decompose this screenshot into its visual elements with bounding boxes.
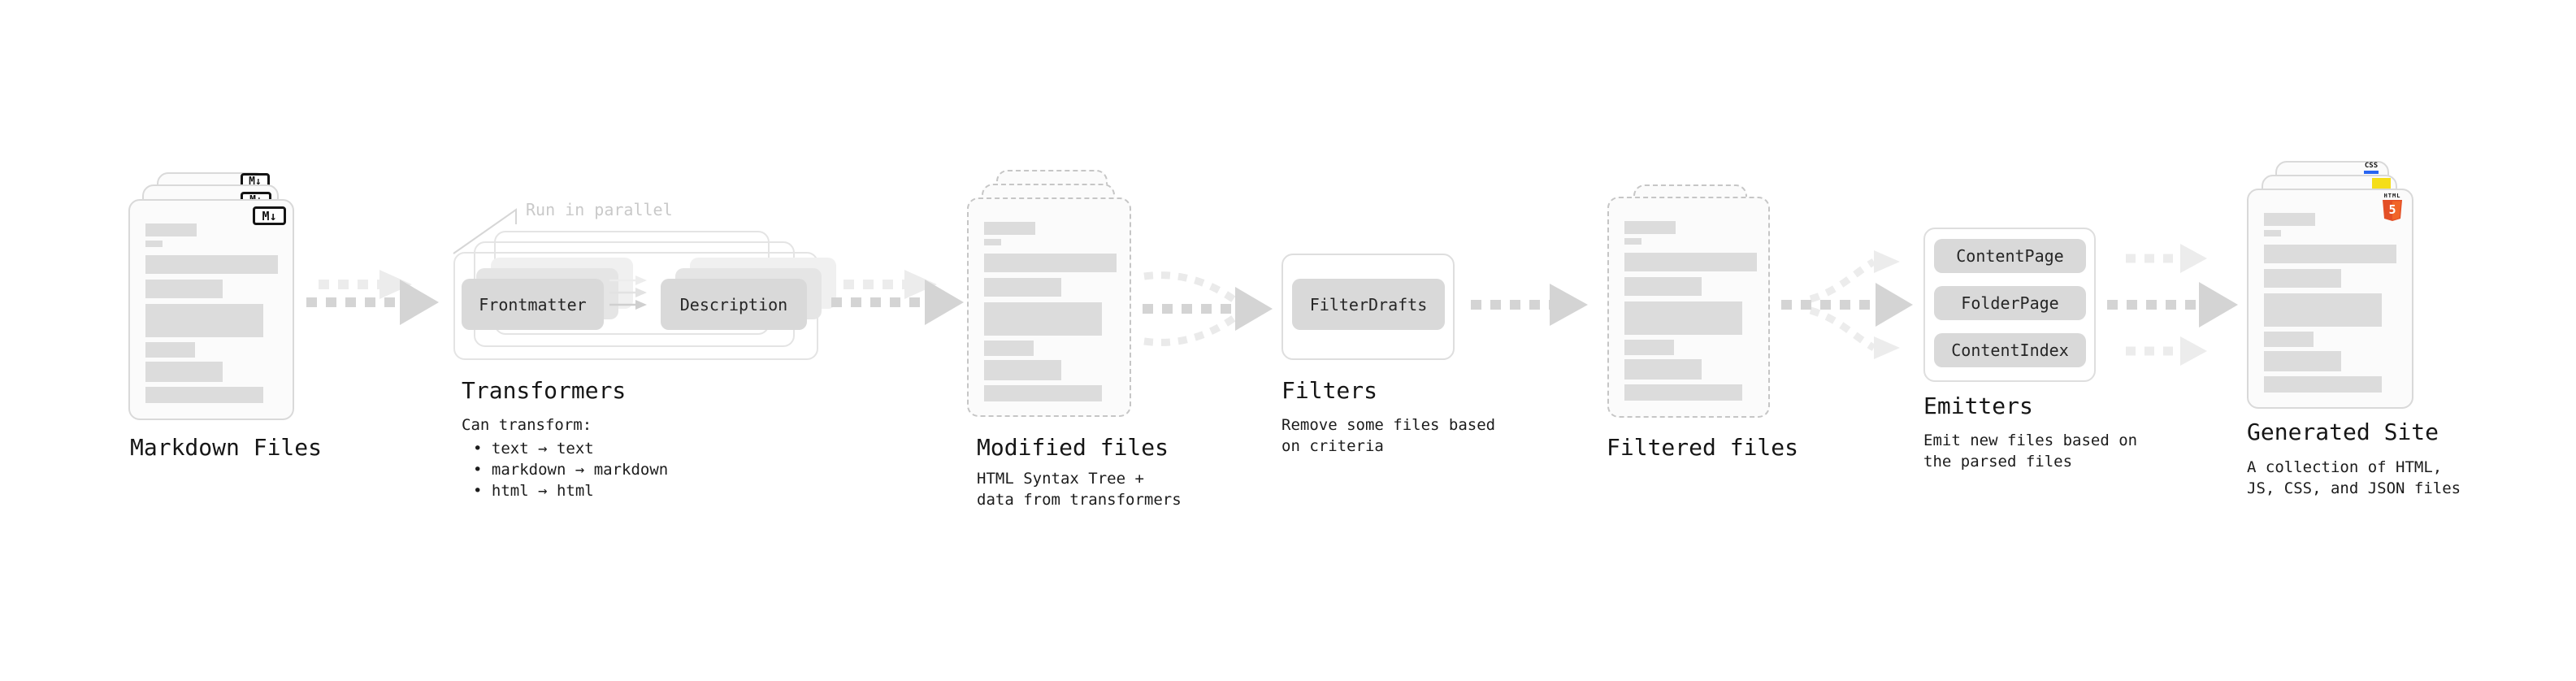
text-line-placeholder	[1624, 384, 1742, 401]
text-line-placeholder	[984, 278, 1061, 297]
emitters-title: Emitters	[1923, 393, 2033, 419]
text-line-placeholder	[984, 254, 1117, 272]
text-line-placeholder	[145, 255, 278, 274]
css-icon-bar	[2364, 171, 2379, 174]
run-in-parallel-note: Run in parallel	[526, 200, 673, 219]
emitters-desc: the parsed files	[1923, 453, 2073, 471]
generated-site-desc: A collection of HTML,	[2247, 458, 2443, 476]
text-line-placeholder	[145, 342, 195, 358]
text-line-placeholder	[2264, 376, 2382, 393]
transformers-bullet: • markdown → markdown	[473, 461, 669, 479]
text-line-placeholder	[2264, 293, 2382, 327]
filters-desc: Remove some files based	[1281, 416, 1496, 434]
description-pill: Description	[661, 279, 807, 330]
modified-files-title: Modified files	[977, 434, 1169, 461]
text-line-placeholder	[1624, 359, 1702, 380]
text-line-placeholder	[984, 360, 1061, 380]
emitters-desc: Emit new files based on	[1923, 432, 2138, 449]
markdown-icon: M↓	[253, 206, 286, 225]
html5-shield-shape	[2383, 200, 2402, 221]
html5-icon-number: 5	[2388, 202, 2396, 217]
filtered-file-card-front	[1607, 197, 1770, 418]
text-line-placeholder	[1624, 301, 1742, 335]
text-line-placeholder	[2264, 245, 2396, 263]
css-icon-label: CSS	[2364, 162, 2379, 170]
flow-arrow-icon	[1471, 284, 1588, 326]
contentpage-pill: ContentPage	[1934, 239, 2086, 273]
javascript-icon	[2372, 178, 2391, 189]
html5-icon-label: HTML	[2383, 193, 2401, 199]
filters-desc: on criteria	[1281, 437, 1384, 455]
transformers-bullet: • html → html	[473, 482, 594, 500]
transformers-title: Transformers	[462, 377, 627, 404]
text-line-placeholder	[984, 302, 1102, 336]
text-line-placeholder	[984, 239, 1001, 245]
frontmatter-pill: Frontmatter	[462, 279, 604, 330]
markdown-file-card-front	[128, 199, 294, 420]
modified-files-desc: data from transformers	[977, 491, 1182, 509]
text-line-placeholder	[984, 340, 1034, 356]
filters-title: Filters	[1281, 377, 1378, 404]
flow-triple-arrow-icon	[2107, 244, 2238, 366]
filterdrafts-pill: FilterDrafts	[1292, 279, 1445, 330]
folderpage-pill: FolderPage	[1934, 286, 2086, 320]
markdown-files-title: Markdown Files	[130, 434, 323, 461]
text-line-placeholder	[145, 304, 263, 337]
modified-files-desc: HTML Syntax Tree +	[977, 470, 1144, 488]
text-line-placeholder	[145, 280, 223, 298]
text-line-placeholder	[1624, 340, 1674, 355]
parallel-arrows-icon	[609, 275, 647, 310]
css-icon: CSS	[2358, 163, 2384, 174]
text-line-placeholder	[984, 385, 1102, 401]
text-line-placeholder	[145, 223, 197, 236]
generated-site-title: Generated Site	[2247, 419, 2439, 445]
flow-arrow-icon	[831, 270, 964, 325]
text-line-placeholder	[145, 362, 223, 382]
contentindex-pill: ContentIndex	[1934, 333, 2086, 367]
text-line-placeholder	[1624, 277, 1702, 296]
flow-arrow-icon	[306, 270, 439, 325]
text-line-placeholder	[984, 222, 1035, 235]
flow-diverge-arrow-icon	[1781, 250, 1913, 359]
text-line-placeholder	[145, 241, 163, 247]
flow-converge-arrow-icon	[1143, 271, 1273, 346]
generated-site-desc: JS, CSS, and JSON files	[2247, 479, 2461, 497]
modified-file-card-front	[967, 197, 1131, 417]
transformers-bullet: • text → text	[473, 440, 594, 458]
text-line-placeholder	[2264, 213, 2315, 226]
text-line-placeholder	[1624, 221, 1676, 234]
generated-file-card-front	[2247, 189, 2413, 409]
html5-shield-icon: 5	[2383, 200, 2402, 221]
text-line-placeholder	[2264, 351, 2341, 371]
text-line-placeholder	[1624, 238, 1641, 245]
transformers-desc-heading: Can transform:	[462, 416, 592, 434]
callout-line	[453, 208, 517, 254]
text-line-placeholder	[1624, 253, 1757, 271]
text-line-placeholder	[145, 387, 263, 403]
filtered-files-title: Filtered files	[1607, 434, 1799, 461]
html5-icon: HTML 5	[2382, 193, 2403, 221]
text-line-placeholder	[2264, 269, 2341, 288]
text-line-placeholder	[2264, 230, 2281, 236]
text-line-placeholder	[2264, 332, 2314, 347]
